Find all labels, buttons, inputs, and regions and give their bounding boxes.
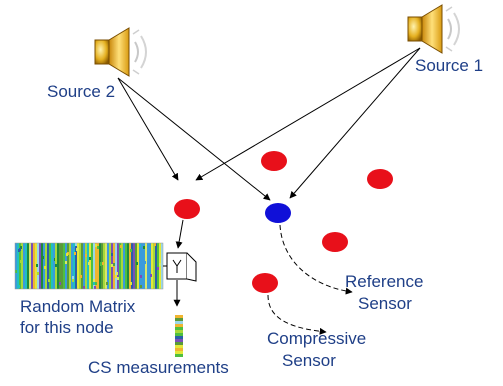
arrow-source2-to-node xyxy=(117,77,179,181)
sensor-node xyxy=(322,232,348,252)
compressive-sensor-label-line2: Sensor xyxy=(282,351,336,370)
cs-measurements-vector xyxy=(175,315,183,357)
speaker-icon xyxy=(407,4,460,54)
multiplier-block xyxy=(163,252,197,282)
compressive-callout xyxy=(267,294,327,335)
random-matrix-label-line1: Random Matrix xyxy=(20,297,136,316)
compressive-sensor-label-line1: Compressive xyxy=(267,329,367,348)
reference-sensor-node xyxy=(265,203,291,223)
arrow-node-to-multiplier xyxy=(175,219,184,249)
sensor-node xyxy=(261,151,287,171)
source2-label: Source 2 xyxy=(47,82,116,101)
reference-callout xyxy=(279,224,353,295)
reference-sensor-label-line2: Sensor xyxy=(358,294,412,313)
compressive-sensor-node xyxy=(252,273,278,293)
reference-sensor-label-line1: Reference xyxy=(345,272,424,291)
source-arrows xyxy=(117,47,421,201)
sensor-node xyxy=(367,169,393,189)
cs-measurements-label: CS measurements xyxy=(88,358,229,377)
random-matrix xyxy=(15,243,163,289)
arrow-source1-to-node xyxy=(195,47,421,181)
speaker-icon xyxy=(94,27,147,77)
source1-label: Source 1 xyxy=(415,56,484,75)
arrow-source1-to-reference xyxy=(289,47,421,199)
sensor-node-selected xyxy=(174,199,200,219)
arrow-source2-to-reference xyxy=(117,77,271,201)
random-matrix-label-line2: for this node xyxy=(20,318,114,337)
